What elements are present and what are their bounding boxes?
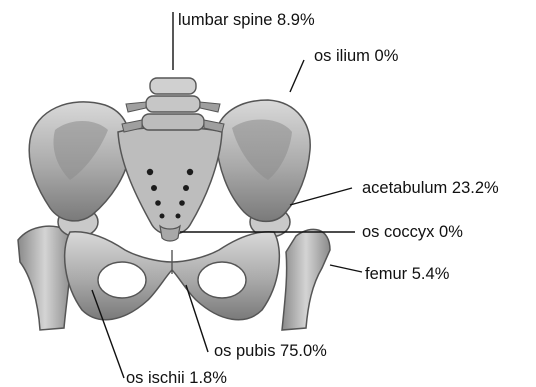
leader-os-ilium (290, 60, 304, 92)
label-os-coccyx: os coccyx 0% (362, 224, 463, 241)
left-obturator-foramen (98, 262, 146, 298)
leader-lines (92, 12, 362, 378)
pubic-ischial-ring (65, 232, 280, 320)
label-os-pubis: os pubis 75.0% (214, 343, 327, 360)
label-lumbar-spine: lumbar spine 8.9% (178, 12, 315, 29)
left-ilium (29, 102, 130, 221)
leader-femur (330, 265, 362, 272)
sacrum (118, 128, 222, 235)
lumbar-vertebrae (122, 78, 224, 132)
label-os-ilium: os ilium 0% (314, 48, 398, 65)
label-acetabulum: acetabulum 23.2% (362, 180, 499, 197)
label-os-ischii: os ischii 1.8% (126, 370, 227, 387)
right-obturator-foramen (198, 262, 246, 298)
label-femur: femur 5.4% (365, 266, 449, 283)
